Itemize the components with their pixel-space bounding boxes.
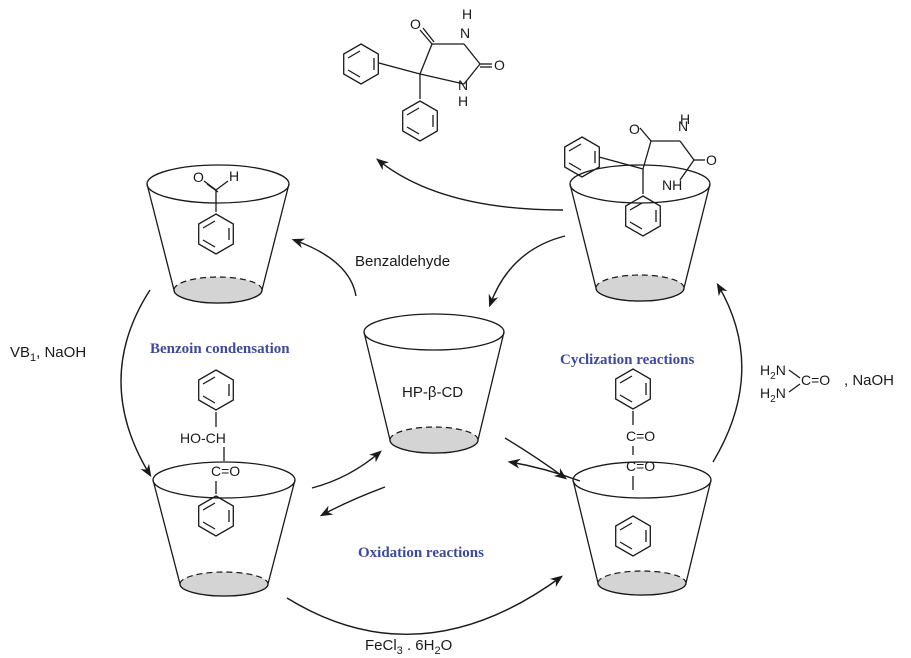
phenytoin-product: O H N O N H	[343, 6, 505, 142]
atom-n-bottom: N	[458, 77, 468, 93]
benzil-molecule: C=O C=O	[615, 368, 655, 557]
atom-n-1: N	[776, 362, 786, 378]
atom-n-top: N	[460, 25, 470, 41]
atom-o-top: O	[410, 16, 421, 32]
arrow-benzil-to-phenytoin-cup	[712, 282, 743, 463]
arrow-phenytoin-release	[376, 158, 564, 211]
sub-2: 2	[770, 371, 776, 382]
atom-o: O	[193, 169, 204, 185]
benzaldehyde-label: Benzaldehyde	[355, 253, 450, 270]
arrow-cd-to-benzaldehyde	[291, 238, 357, 297]
svg-text:H2N: H2N	[760, 362, 786, 382]
arrow-benzaldehyde-to-benzoin	[120, 289, 152, 478]
naoh-right-label: , NaOH	[844, 372, 894, 389]
atom-c-eq-o-urea: C=O	[801, 372, 830, 388]
arrow-benzoin-to-cd	[311, 450, 382, 489]
benzaldehyde-molecule: O H	[193, 168, 239, 255]
atom-c-eq-o: C=O	[211, 463, 240, 479]
atom-n-top: N	[678, 118, 688, 134]
atom-h2n-1: H	[760, 362, 770, 378]
atom-n-2: N	[776, 385, 786, 401]
atom-h: H	[229, 168, 239, 184]
fecl3-label: FeCl3 . 6H2O	[365, 637, 452, 657]
cup-benzaldehyde: O H	[146, 164, 290, 304]
benzoin-condensation-label: Benzoin condensation	[150, 341, 290, 357]
cup-hp-cd: HP-β-CD	[363, 313, 505, 454]
atom-h2n-2: H	[760, 385, 770, 401]
hp-cd-label: HP-β-CD	[402, 384, 463, 401]
phenytoin-in-cup: O N H O NH	[564, 111, 717, 237]
atom-o-right: O	[494, 57, 505, 73]
arrow-phenytoin-cup-to-cd	[488, 235, 566, 308]
atom-nh: NH	[662, 177, 682, 193]
atom-o-top: O	[629, 121, 640, 137]
cup-benzoin: HO-CH C=O	[152, 369, 296, 597]
urea-reagent: H2N H2N C=O , NaOH	[760, 362, 894, 405]
arrow-cd-to-benzoin	[319, 486, 386, 517]
arrow-benzoin-to-benzil	[286, 575, 564, 636]
atom-c-eq-o-1: C=O	[626, 428, 655, 444]
arrow-cd-to-benzil	[504, 437, 568, 480]
atom-h-top: H	[680, 111, 690, 127]
atom-c-eq-o-2: C=O	[626, 458, 655, 474]
arrow-benzil-to-cd	[507, 458, 581, 482]
vb1-naoh-label: VB1, NaOH	[10, 344, 86, 364]
benzoin-molecule: HO-CH C=O	[180, 369, 240, 537]
cyclization-reactions-label: Cyclization reactions	[560, 352, 694, 368]
atom-h-bottom: H	[458, 93, 468, 109]
atom-o-right: O	[706, 152, 717, 168]
cup-phenytoin: O N H O NH	[564, 111, 717, 302]
svg-text:H2N: H2N	[760, 385, 786, 405]
sub-2b: 2	[770, 394, 776, 405]
atom-ho-ch: HO-CH	[180, 430, 226, 446]
atom-h-top: H	[462, 6, 472, 22]
oxidation-reactions-label: Oxidation reactions	[358, 545, 484, 561]
arrows	[120, 158, 743, 636]
cup-benzil: C=O C=O	[572, 368, 712, 596]
